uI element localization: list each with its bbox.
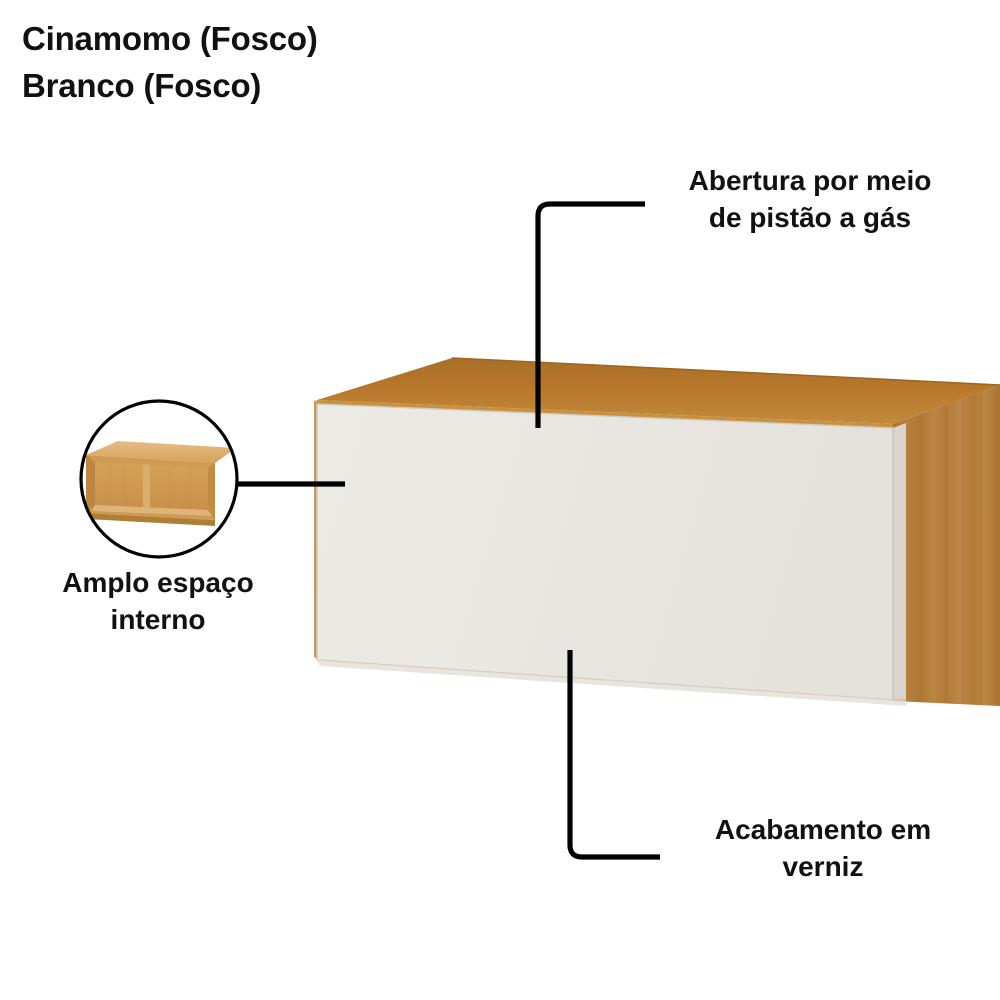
inset-left-wall: [86, 455, 95, 513]
callout-bottom-right: Acabamento em verniz: [648, 812, 998, 886]
inset-grain: [109, 463, 191, 509]
callout-left: Amplo espaço interno: [8, 565, 308, 639]
callout-bottom-right-line-2: verniz: [782, 850, 864, 882]
cabinet-door-side-strip: [893, 423, 906, 700]
cabinet-top-surface: [317, 358, 1000, 424]
callout-top-right: Abertura por meio de pistão a gás: [630, 163, 990, 237]
leader-line-top-right: [535, 201, 645, 428]
cabinet-side-panel: [893, 385, 1000, 706]
finish-heading: Cinamomo (Fosco) Branco (Fosco): [22, 16, 542, 110]
inset-right-wall: [208, 463, 215, 520]
callout-left-line-2: interno: [110, 603, 206, 635]
leader-line-bottom-right: [567, 650, 660, 860]
cabinet-top-back-edge: [451, 357, 1000, 386]
cabinet-bottom-shadow: [317, 660, 906, 706]
inset-bottom-shelf: [92, 505, 212, 516]
finish-line-1: Cinamomo (Fosco): [22, 20, 318, 57]
cabinet-body: [314, 357, 1000, 706]
callout-bottom-right-line-1: Acabamento em: [714, 814, 932, 845]
inset-front-bottom-edge: [86, 513, 215, 526]
callout-top-right-line-2: de pistão a gás: [708, 201, 912, 233]
inset-cabinet-top: [86, 441, 236, 463]
inset-cabinet-interior: [95, 462, 208, 510]
callout-left-line-1: Amplo espaço: [62, 567, 254, 598]
inset-vertical-divider: [143, 464, 150, 507]
detail-inset-group: [79, 399, 239, 559]
cabinet-door-front: [317, 404, 893, 700]
detail-inset-circle: [79, 399, 239, 559]
callout-top-right-line-1: Abertura por meio: [688, 165, 932, 196]
detail-inset-art: [81, 401, 237, 557]
finish-line-2: Branco (Fosco): [22, 66, 262, 104]
